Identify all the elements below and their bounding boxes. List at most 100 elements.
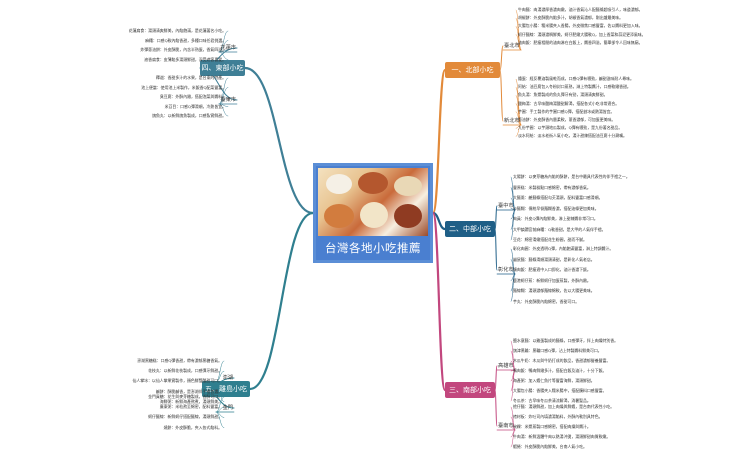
leaf-item: 淡水阿給：淡水老街人氣小吃，湯汁甜辣搭配油豆腐十分涮嘴。: [518, 133, 627, 139]
leaf-item: 魚丸湯：魚漿製成的魚丸彈牙有勁，湯頭清爽鮮甜。: [518, 92, 608, 98]
leaf-item: 肉員：外皮Q彈內餡鮮美，淋上甜辣醬非常可口。: [513, 216, 598, 221]
leaf-item: 牛肉湯：新鮮溫體牛肉以熱湯沖燙，湯頭鮮甜肉質軟嫩。: [513, 434, 611, 439]
leaf-item: 花枝丸：以新鮮花枝製成，口感彈牙鮮甜。: [148, 368, 222, 374]
leaf-item: 蚵仔麵線：湯頭濃稠鮮美，蚵仔肥嫩大腸軟Q，加上香菜和蒜泥更添風味。: [518, 31, 646, 37]
branch-south[interactable]: 三、南部小吃: [445, 382, 495, 398]
leaf-connector-islands-1-1: [215, 406, 225, 413]
leaf-item: 貓鼠麵：麵條滑順湯頭清甜，是彰化人氣老店。: [513, 256, 595, 262]
leaf-connector-central-0-2: [510, 197, 516, 211]
leaf-item: 鹿港蚵仔煎：新鮮蚵仔加蛋煎製，外酥內嫩。: [513, 277, 591, 283]
leaf-item: 冬瓜茶：古早味冬瓜茶清涼解渴，消暑聖品。: [513, 398, 591, 403]
leaf-item: 蝦捲：外皮酥脆內餡鮮美，台南人氣小吃。: [513, 444, 587, 449]
leaf-connector-east-1-0: [218, 77, 229, 105]
leaf-item: 大甲鎮瀾宮前麻糬：Q軟香甜，是大甲的人氣伴手禮。: [513, 226, 606, 232]
branch-central[interactable]: 二、中部小吃: [445, 221, 495, 237]
leaf-item: 牛肉麵：肉湯濃厚香濃肉嫩，滷汁香氣沁人配麵條超吸引人，味道濃郁。: [518, 7, 643, 12]
leaf-item: 蚵仔麵線：新鮮蚵仔搭配麵線，湯頭鮮甜。: [148, 414, 222, 420]
leaf-item: 廣東粥：米粒熬至綿密，配料豐富。: [159, 404, 222, 410]
leaf-item: 豆花：綿密滑嫩搭配花生粉圓，甜而不膩。: [513, 237, 587, 242]
leaf-item: 金門貢糖：花生與麥芽糖製成，香酥可口。: [148, 394, 222, 399]
leaf-item: 花蓮扁食：湯頭清爽鮮美，內餡飽滿，是花蓮著名小吃。: [128, 28, 226, 33]
leaf-item: 鹹餅：酥脆鹹香，是澎湖伴手禮首選。: [155, 388, 222, 394]
subtopic-islands-0[interactable]: 澎湖: [222, 375, 233, 381]
leaf-connector-south-0-2: [510, 360, 516, 371]
leaf-item: 彰化肉圓：外皮透明Q彈，內餡飽滿豐富，淋上特調醬汁。: [513, 246, 614, 251]
leaf-item: 海鮮粥：新鮮海產熬煮，湯頭鮮美。: [159, 398, 222, 404]
branch-connector-north: [431, 68, 447, 215]
leaf-item: 仙人掌冰：以仙人掌果實製作，顏色鮮豔酸甜可口。: [132, 378, 222, 384]
leaf-item: 燒餅：外皮酥脆，夾入各式餡料。: [163, 424, 222, 430]
leaf-connector-east-1-2: [218, 96, 229, 105]
leaf-item: 鴨肉飯：鴨肉鮮嫩多汁，搭配白飯及滷汁，十分下飯。: [513, 368, 607, 373]
leaf-item: 豐原糕：米製糕點口感綿密，帶有濃郁香氣。: [513, 184, 591, 190]
leaf-item: 太陽餅：以麥芽糖為內餡的酥餅，是台中最具代表性的伴手禮之一。: [513, 174, 630, 179]
subtopic-south-1[interactable]: 臺南市: [498, 423, 514, 429]
leaf-connector-east-0-0: [218, 30, 229, 53]
leaf-item: 芋丸：外皮酥脆內餡綿密，香甜可口。: [513, 298, 580, 304]
leaf-connector-south-0-6: [510, 369, 516, 402]
leaf-item: 爌肉飯：肥瘦適中入口即化，滷汁香濃下飯。: [513, 267, 591, 272]
leaf-connector-east-1-4: [218, 103, 229, 117]
branch-connector-islands: [248, 211, 315, 391]
leaf-item: 池上便當：使用池上米製作，米飯香Q配菜豐富。: [141, 84, 226, 90]
leaf-item: 鹽水意麵：以雞蛋製成的麵條，口感彈牙，拌上肉燥特別香。: [513, 338, 619, 343]
leaf-item: 芋圓：手工製作的芋圓口感Q彈，搭配剉冰或熱湯皆宜。: [518, 108, 615, 114]
subtopic-east-1[interactable]: 臺東市: [220, 97, 236, 103]
leaf-item: 木瓜牛奶：木瓜與牛奶打成的飲品，香甜濃郁營養豐富。: [513, 358, 611, 363]
leaf-item: 阿給：油豆腐包入冬粉封口蒸熟，淋上特製醬汁，口感軟嫩香甜。: [518, 84, 631, 90]
sub-connector-central-0: [494, 205, 498, 230]
leaf-item: 胡椒餅：外皮酥脆內餡多汁，胡椒香氣濃郁，剛出爐最美味。: [518, 15, 624, 21]
subtopic-islands-1[interactable]: 金門: [222, 405, 233, 411]
leaf-connector-east-0-3: [218, 51, 229, 60]
sub-connector-north-0: [499, 45, 504, 71]
leaf-item: 大腸包小腸：糯米腸夾入香腸，外皮微焦口感豐富，佐以醬料更加入味。: [518, 23, 643, 29]
leaf-connector-south-1-1: [510, 416, 516, 431]
branch-north[interactable]: 一、北部小吃: [445, 62, 500, 78]
leaf-connector-east-0-1: [218, 40, 229, 53]
branch-connector-south: [431, 211, 447, 392]
leaf-connector-north-0-4: [515, 42, 522, 51]
leaf-item: 酸梅湯：古早味酸梅湯酸甜解渴，搭配各式小吃非常適合。: [518, 100, 620, 106]
subtopic-east-0[interactable]: 花蓮市: [220, 45, 236, 51]
leaf-item: 棺材板：炸吐司內填濃湯餡料，外酥內軟別具特色。: [513, 414, 603, 419]
leaf-item: 九份芋圓：以芋頭地瓜製成，Q彈有嚼勁，是九份著名甜品。: [518, 125, 623, 131]
subtopic-north-1[interactable]: 新北市: [504, 118, 520, 124]
leaf-item: 米苔目：口感Q彈滑順，冷熱皆宜。: [164, 103, 226, 109]
sub-connector-central-1: [494, 228, 498, 271]
leaf-item: 液香扁食：皮薄餡多湯頭鮮甜，深受遊客喜愛。: [144, 56, 226, 62]
central-topic[interactable]: 台灣各地小吃推薦: [313, 163, 433, 263]
leaf-item: 臭豆腐：外酥內嫩，搭配泡菜與醬料。: [159, 94, 226, 99]
leaf-connector-south-1-4: [510, 429, 516, 448]
leaf-item: 旗津黑輪：黑輪口感Q彈，沾上特製醬料鮮美可口。: [513, 348, 602, 353]
leaf-item: 擔仔麵：湯頭鮮甜，加上肉燥與鮮蝦，是台南代表性小吃。: [513, 404, 615, 409]
subtopic-north-0[interactable]: 臺北市: [504, 43, 520, 49]
sub-connector-south-0: [494, 365, 498, 391]
subtopic-central-0[interactable]: 臺中市: [498, 203, 514, 209]
leaf-connector-east-1-1: [218, 87, 229, 105]
central-topic-title: 台灣各地小吃推薦: [325, 241, 421, 255]
branch-connector-east: [243, 66, 315, 215]
leaf-item: 炒麵糊：傳統早餐麵糊香濃，搭配油條更加美味。: [513, 205, 599, 211]
leaf-item: 釋迦：香甜多汁的水果，是台東的特產。: [155, 75, 226, 80]
leaf-connector-central-1-5: [510, 273, 516, 302]
subtopic-central-1[interactable]: 彰化市: [498, 267, 514, 273]
leaf-item: 蔥油餅：外皮酥香內層柔軟，蔥香濃郁，可加蛋更美味。: [518, 117, 616, 122]
subtopic-south-0[interactable]: 高雄市: [498, 363, 514, 369]
leaf-item: 旗魚丸：以新鮮旗魚製成，口感紮實鮮甜。: [152, 113, 226, 118]
leaf-item: 澎湖黑糖糕：口感Q彈香甜，帶有濃郁黑糖香氣。: [137, 358, 222, 363]
leaf-item: 大腸包小腸：香腸夾入糯米腸中，搭配醃料口感豐富。: [513, 388, 607, 393]
sub-connector-south-1: [494, 389, 498, 427]
leaf-item: 滷肉飯：肥瘦相間的滷肉淋在白飯上，醬香四溢，簡單卻令人回味無窮。: [518, 39, 643, 45]
leaf-item: 海產粥：加入蝦仁魚片等豐富海鮮，湯頭鮮甜。: [513, 378, 595, 383]
leaf-item: 碗粿：米漿蒸製口感綿密，搭配肉燥與醬汁。: [513, 424, 591, 429]
branch-islands[interactable]: 五、離島小吃: [202, 381, 250, 397]
sub-connector-north-1: [499, 69, 504, 122]
leaf-connector-north-1-7: [515, 124, 522, 137]
leaf-connector-islands-1-3: [215, 411, 225, 428]
branch-east[interactable]: 四、東部小吃: [200, 60, 245, 76]
leaf-connector-central-0-6: [510, 209, 516, 241]
leaf-item: 大麵羹：鹼麵條搭配勾芡湯頭，配料豐富口感滑順。: [513, 195, 603, 200]
food-photo-image: [318, 168, 428, 236]
leaf-item: 炸彈蔥油餅：外皮酥脆，內含半熟蛋，香氣四溢。: [140, 47, 226, 52]
leaf-item: 麻糬：口感Q軟內餡香甜，多種口味任君挑選。: [145, 37, 226, 43]
